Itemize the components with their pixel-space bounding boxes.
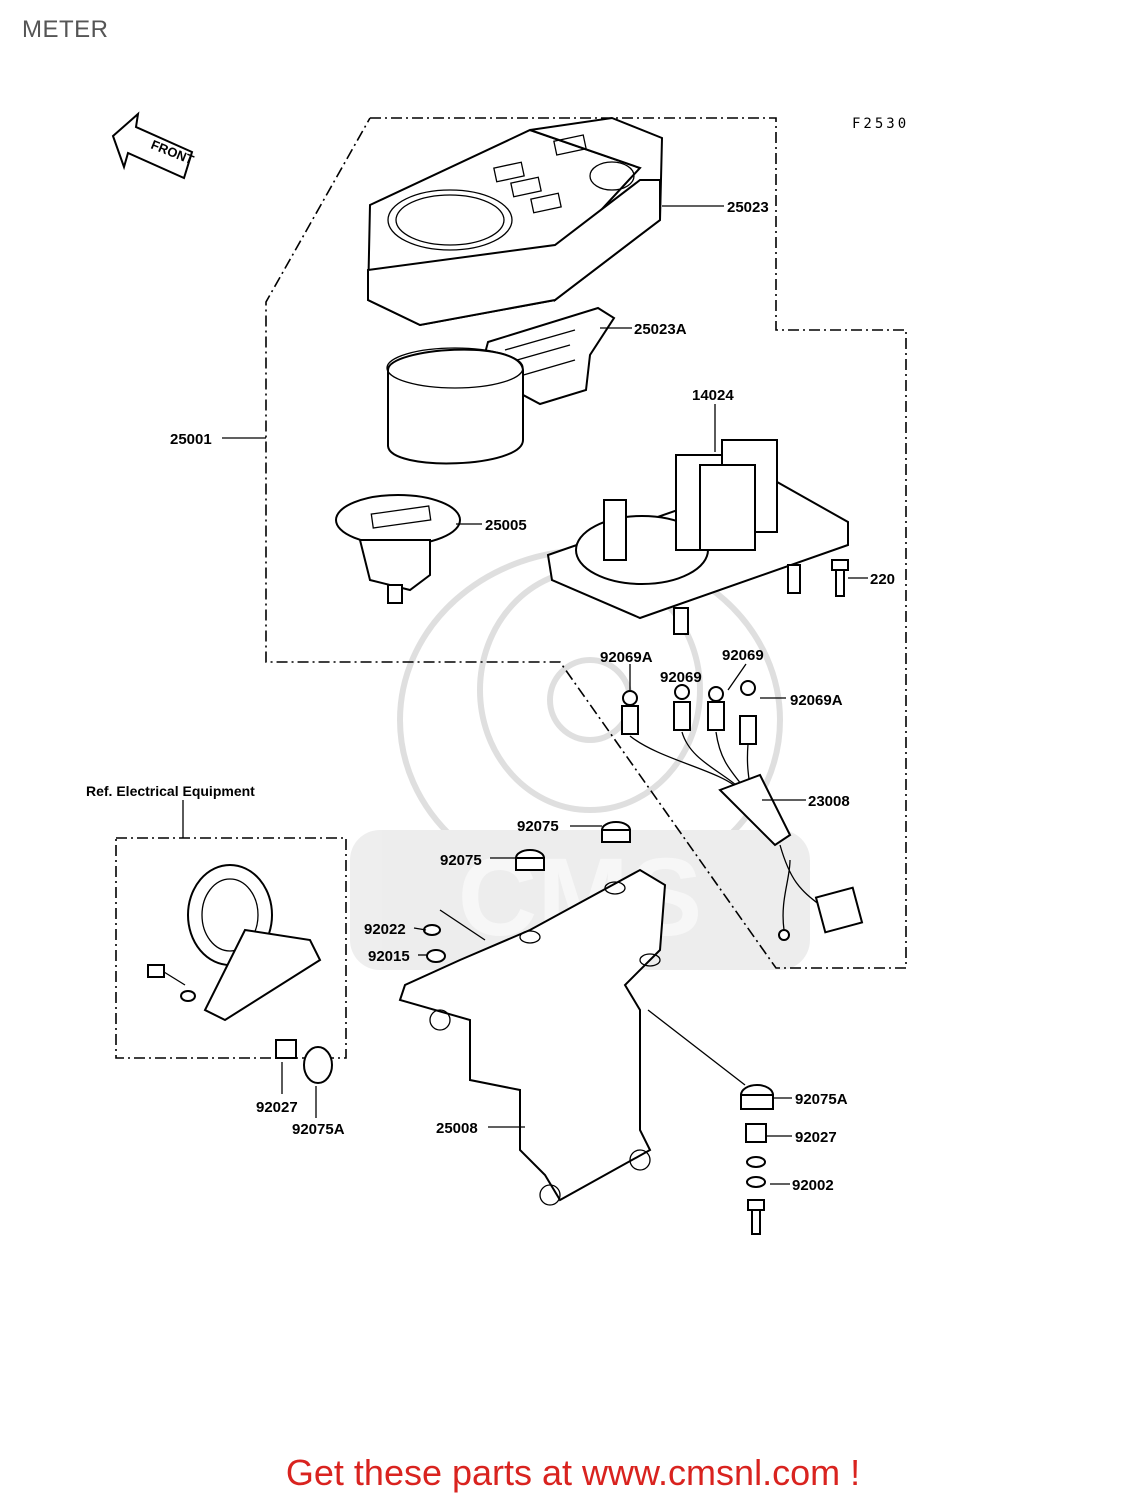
label-220: 220 bbox=[870, 571, 895, 588]
wiring-harness bbox=[629, 731, 864, 941]
electrical-equipment-box: Ref. Electrical Equipment bbox=[86, 783, 347, 1084]
speedometer-unit bbox=[335, 494, 461, 604]
meter-bracket bbox=[398, 868, 667, 1206]
label-92069-right: 92069 bbox=[722, 647, 764, 664]
label-92015: 92015 bbox=[368, 948, 410, 965]
footer-link[interactable]: Get these parts at www.cmsnl.com ! bbox=[285, 1452, 861, 1493]
part-labels: 25023 25023A 14024 25001 25005 220 92069… bbox=[170, 199, 895, 1194]
leader-lines bbox=[222, 205, 868, 1185]
label-25001: 25001 bbox=[170, 431, 212, 448]
label-92069A-left: 92069A bbox=[600, 649, 653, 666]
label-25008: 25008 bbox=[436, 1120, 478, 1137]
label-92075-top: 92075 bbox=[517, 818, 559, 835]
label-92075A-left: 92075A bbox=[292, 1121, 345, 1138]
label-92027-left: 92027 bbox=[256, 1099, 298, 1116]
label-92069A-right: 92069A bbox=[790, 692, 843, 709]
figure-code: F2530 bbox=[852, 116, 909, 132]
label-92022: 92022 bbox=[364, 921, 406, 938]
label-23008: 23008 bbox=[808, 793, 850, 810]
small-hardware bbox=[423, 821, 774, 1235]
screw-220 bbox=[831, 559, 849, 597]
meter-cover bbox=[366, 116, 664, 327]
label-25023: 25023 bbox=[727, 199, 769, 216]
page-title: METER bbox=[22, 16, 109, 43]
ref-label: Ref. Electrical Equipment bbox=[86, 783, 255, 799]
label-25005: 25005 bbox=[485, 517, 527, 534]
label-92069-left: 92069 bbox=[660, 669, 702, 686]
label-92002: 92002 bbox=[792, 1177, 834, 1194]
parts-diagram: CMS F2530 FRONT bbox=[86, 111, 909, 1235]
label-92027-right: 92027 bbox=[795, 1129, 837, 1146]
meter-case bbox=[386, 347, 524, 465]
assembly-outline bbox=[265, 117, 907, 969]
label-92075A-right: 92075A bbox=[795, 1091, 848, 1108]
meter-base bbox=[546, 439, 849, 635]
front-arrow-icon: FRONT bbox=[111, 111, 196, 180]
label-25023A: 25023A bbox=[634, 321, 687, 338]
label-14024: 14024 bbox=[692, 387, 734, 404]
label-92075-mid: 92075 bbox=[440, 852, 482, 869]
